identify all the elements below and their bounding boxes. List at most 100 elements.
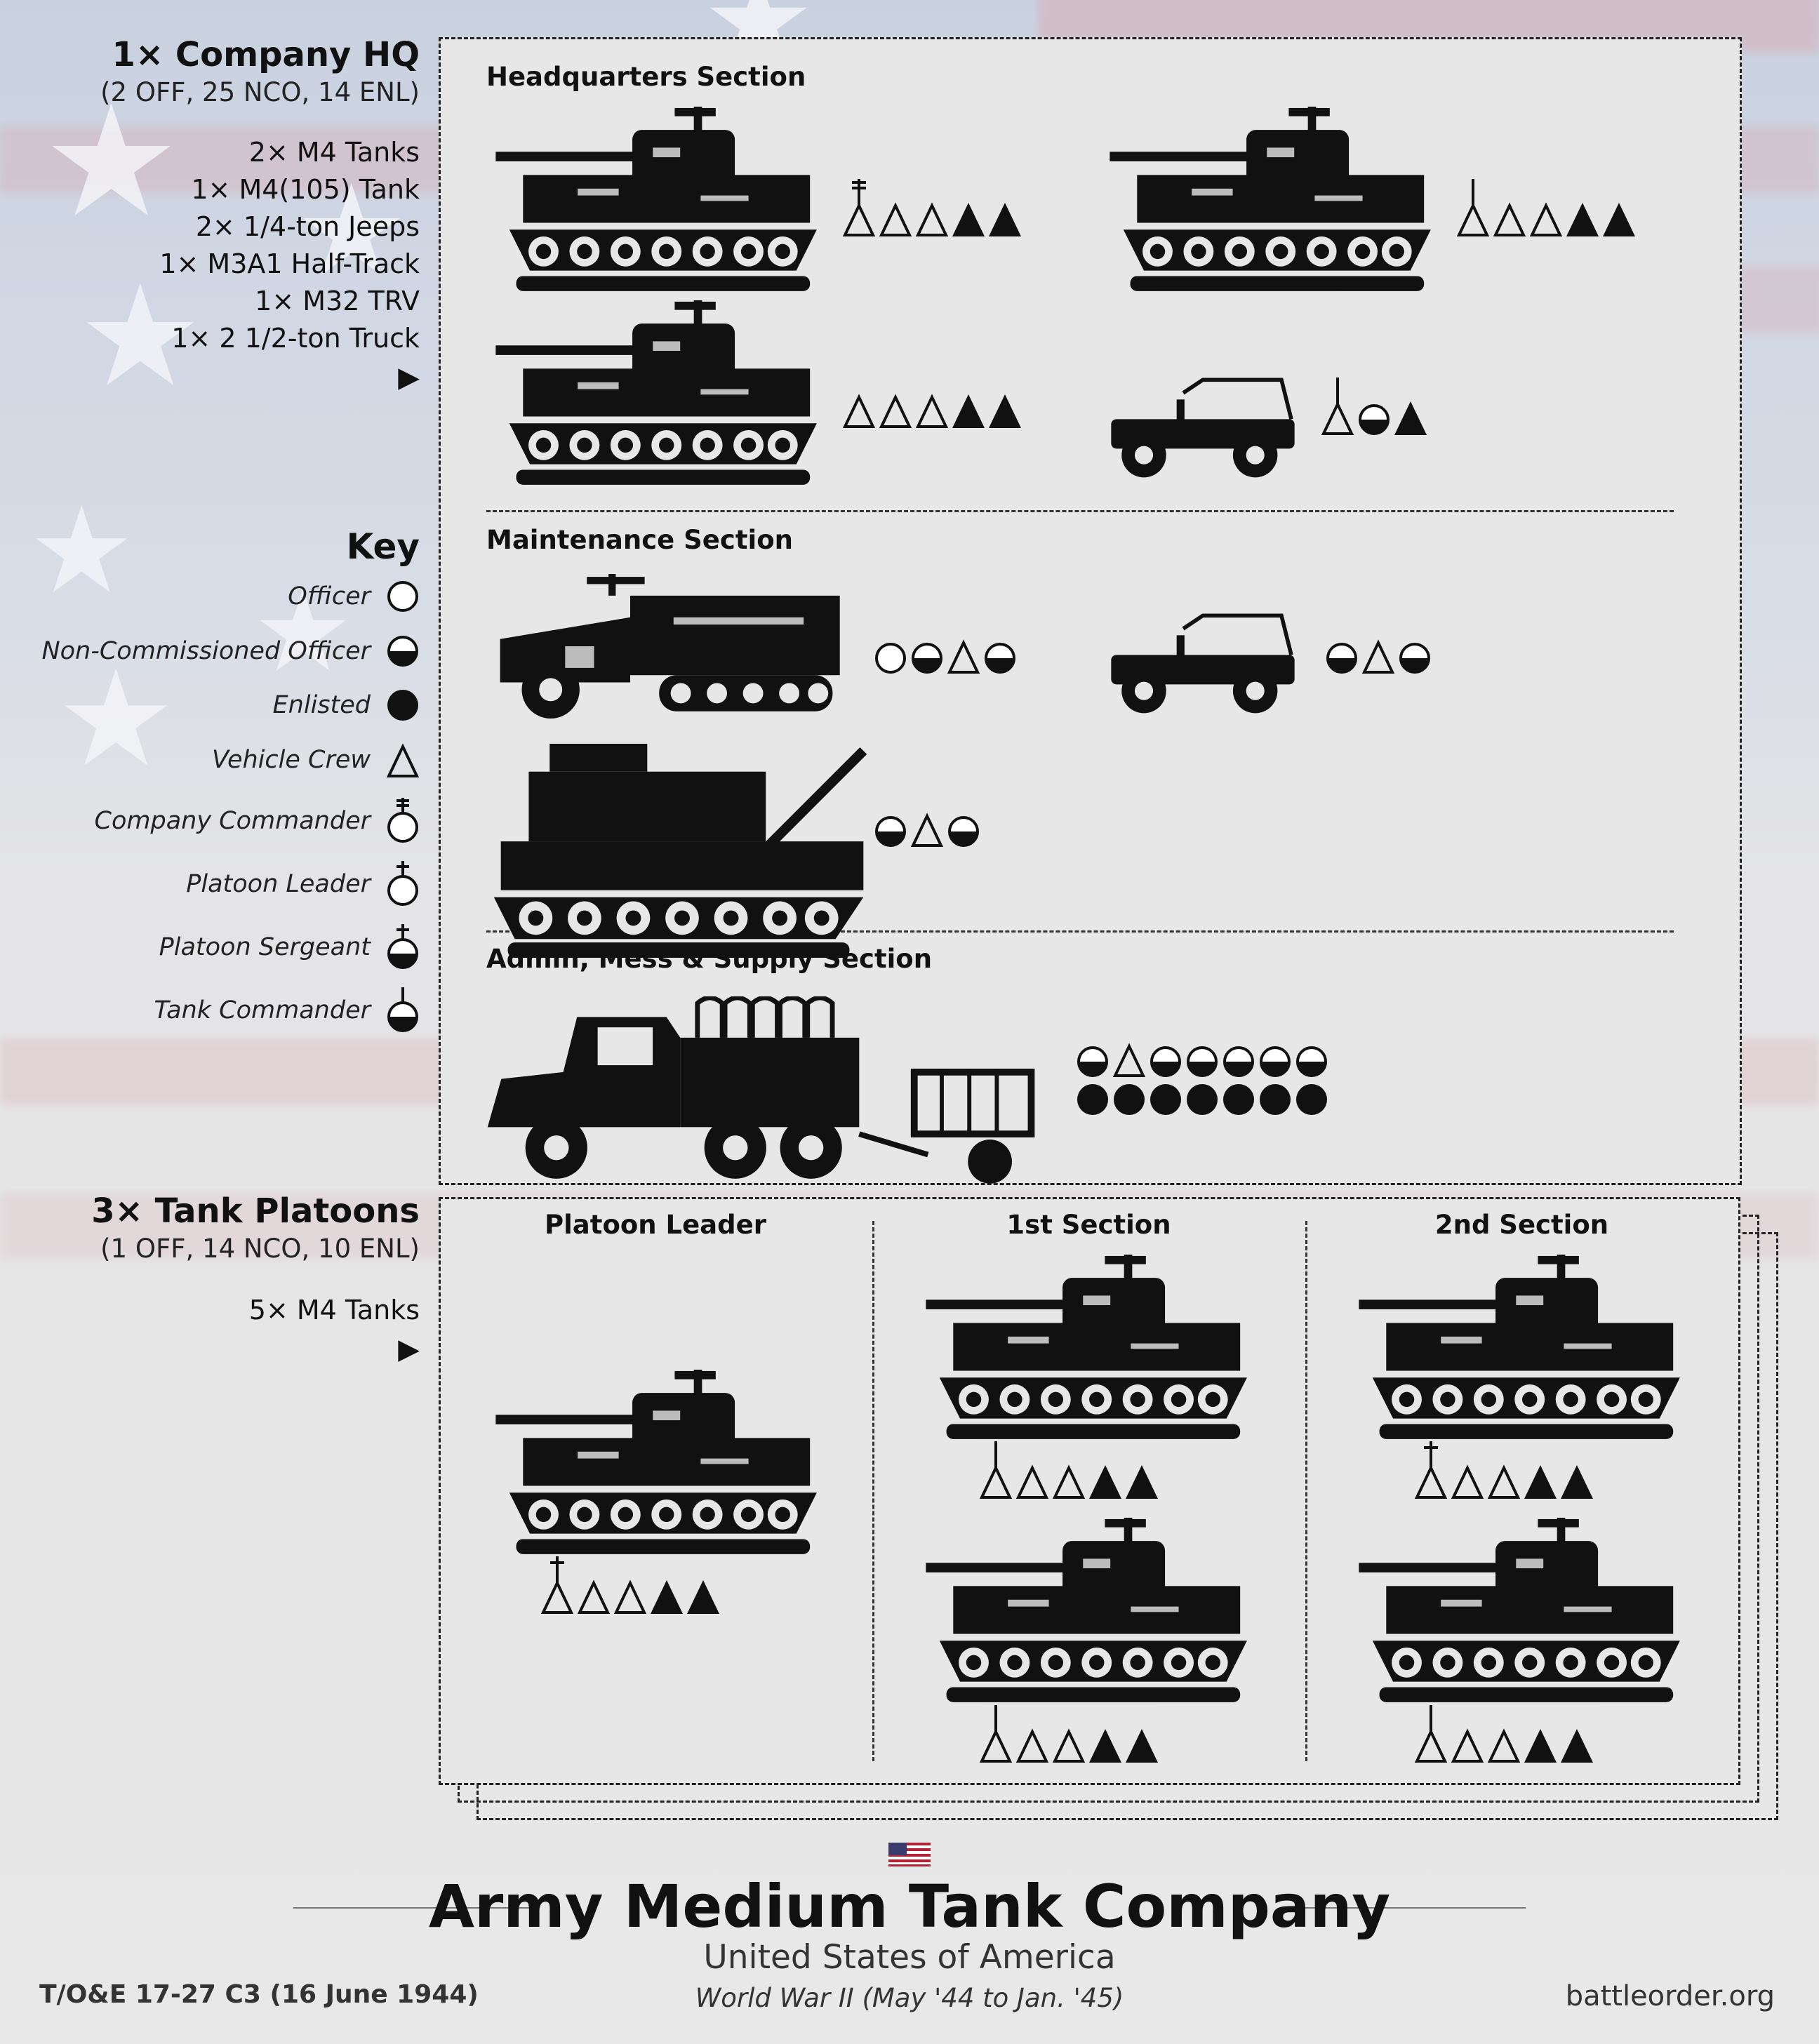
crew-filled-icon — [988, 200, 1022, 238]
equipment-item: 1× M3A1 Half-Track — [159, 248, 420, 279]
m4-tank-icon — [925, 1255, 1255, 1446]
play-arrow-icon[interactable]: ▶ — [398, 361, 420, 394]
crew-filled-icon — [1560, 1462, 1594, 1500]
crew-icon — [577, 1577, 611, 1615]
crew-hq-jeep — [1321, 378, 1427, 436]
crew-icon — [879, 200, 912, 238]
equipment-item: 1× M32 TRV — [255, 286, 420, 316]
key-item-company-commander: Company Commander — [94, 798, 420, 843]
tank-commander-crew-icon — [979, 1441, 1013, 1500]
crew-filled-icon — [1125, 1726, 1159, 1764]
crew-sec2-tank1 — [1414, 1441, 1594, 1500]
equipment-item: 1× M4(105) Tank — [191, 174, 420, 205]
nco-icon — [1185, 1045, 1219, 1078]
officer-icon — [874, 641, 907, 675]
crew-filled-icon — [650, 1577, 684, 1615]
key-label: Tank Commander — [154, 996, 371, 1024]
crew-hq-tank-2 — [1456, 179, 1636, 238]
officer-icon — [386, 580, 420, 613]
section-title-maintenance: Maintenance Section — [486, 525, 793, 555]
tank-commander-crew-icon — [1321, 378, 1354, 436]
nco-icon — [1398, 641, 1432, 675]
crew-filled-icon — [952, 200, 985, 238]
crew-icon — [1112, 1041, 1146, 1078]
m32-trv-icon — [486, 744, 879, 960]
crew-icon — [1361, 637, 1395, 675]
crew-icon — [1052, 1726, 1086, 1764]
era-subtitle: World War II (May '44 to Jan. '45) — [695, 1983, 1124, 2013]
crew-filled-icon — [1524, 1462, 1557, 1500]
site-link[interactable]: battleorder.org — [1565, 1980, 1775, 2012]
crew-icon — [947, 637, 980, 675]
nco-icon — [386, 634, 420, 668]
company-hq-summary: 1× Company HQ (2 OFF, 25 NCO, 14 ENL) 2×… — [100, 35, 420, 394]
key-label: Company Commander — [94, 807, 371, 835]
company-hq-title: 1× Company HQ — [112, 35, 420, 74]
enlisted-icon — [386, 688, 420, 722]
section-title-1st-section: 1st Section — [1006, 1210, 1171, 1240]
tank-commander-crew-icon — [1414, 1705, 1448, 1764]
crew-filled-icon — [1602, 200, 1636, 238]
m4-tank-icon — [1109, 107, 1439, 298]
crew-icon — [613, 1577, 647, 1615]
key-item-tank-commander: Tank Commander — [154, 987, 420, 1034]
equipment-item: 2× 1/4-ton Jeeps — [195, 211, 420, 242]
nco-icon — [983, 641, 1017, 675]
crew-hq-tank-105 — [842, 392, 1022, 429]
halftrack-icon — [486, 574, 847, 726]
country-subtitle: United States of America — [703, 1938, 1116, 1977]
crew-filled-icon — [1524, 1726, 1557, 1764]
section-divider — [486, 930, 1674, 933]
key-title: Key — [346, 526, 420, 567]
enlisted-icon — [1076, 1083, 1110, 1116]
crew-icon — [1487, 1726, 1521, 1764]
key-item-platoon-sergeant: Platoon Sergeant — [159, 924, 420, 969]
key-item-officer: Officer — [288, 575, 420, 617]
crew-platoon-leader — [540, 1556, 720, 1615]
crew-filled-icon — [686, 1577, 720, 1615]
crew-icon — [910, 810, 944, 848]
star-icon: ★ — [56, 641, 176, 796]
nco-icon — [1258, 1045, 1292, 1078]
crew-truck-row-2 — [1076, 1083, 1328, 1116]
enlisted-icon — [1222, 1083, 1255, 1116]
crew-icon — [1015, 1462, 1049, 1500]
crew-halftrack — [874, 637, 1017, 675]
platoon-leader-crew-icon — [540, 1556, 574, 1615]
equipment-item: 1× 2 1/2-ton Truck — [171, 323, 420, 354]
section-title-hq: Headquarters Section — [486, 62, 806, 92]
crew-icon — [1451, 1462, 1484, 1500]
m4-tank-icon — [1358, 1518, 1688, 1709]
star-icon: ★ — [253, 566, 354, 697]
section-title-2nd-section: 2nd Section — [1434, 1210, 1609, 1240]
m4-tank-icon — [1358, 1255, 1688, 1446]
footer-rule — [1287, 1907, 1526, 1909]
nco-icon — [1076, 1045, 1110, 1078]
enlisted-icon — [1258, 1083, 1292, 1116]
us-flag-icon — [888, 1843, 931, 1866]
crew-icon — [842, 392, 876, 429]
key-label: Platoon Leader — [186, 870, 371, 898]
crew-icon — [1493, 200, 1526, 238]
tank-commander-icon — [386, 987, 420, 1034]
tank-platoons-personnel: (1 OFF, 14 NCO, 10 ENL) — [100, 1234, 420, 1264]
crew-icon — [915, 200, 949, 238]
crew-icon — [1052, 1462, 1086, 1500]
key-item-crew: Vehicle Crew — [212, 739, 420, 781]
section-divider — [486, 510, 1674, 512]
crew-filled-icon — [952, 392, 985, 429]
footer-rule — [293, 1907, 532, 1909]
key-label: Officer — [288, 582, 371, 610]
play-arrow-icon[interactable]: ▶ — [398, 1333, 420, 1365]
key-label: Enlisted — [272, 691, 371, 719]
m4-tank-icon — [495, 107, 825, 298]
m4-tank-icon — [495, 1370, 825, 1561]
crew-truck-row-1 — [1076, 1041, 1328, 1078]
crew-icon — [1487, 1462, 1521, 1500]
section-title-platoon-leader: Platoon Leader — [545, 1210, 766, 1240]
page-title: Army Medium Tank Company — [428, 1872, 1391, 1941]
crew-sec1-tank2 — [979, 1705, 1159, 1764]
crew-hq-tank-1 — [842, 179, 1022, 238]
crew-filled-icon — [1566, 200, 1599, 238]
star-icon: ★ — [28, 481, 135, 620]
